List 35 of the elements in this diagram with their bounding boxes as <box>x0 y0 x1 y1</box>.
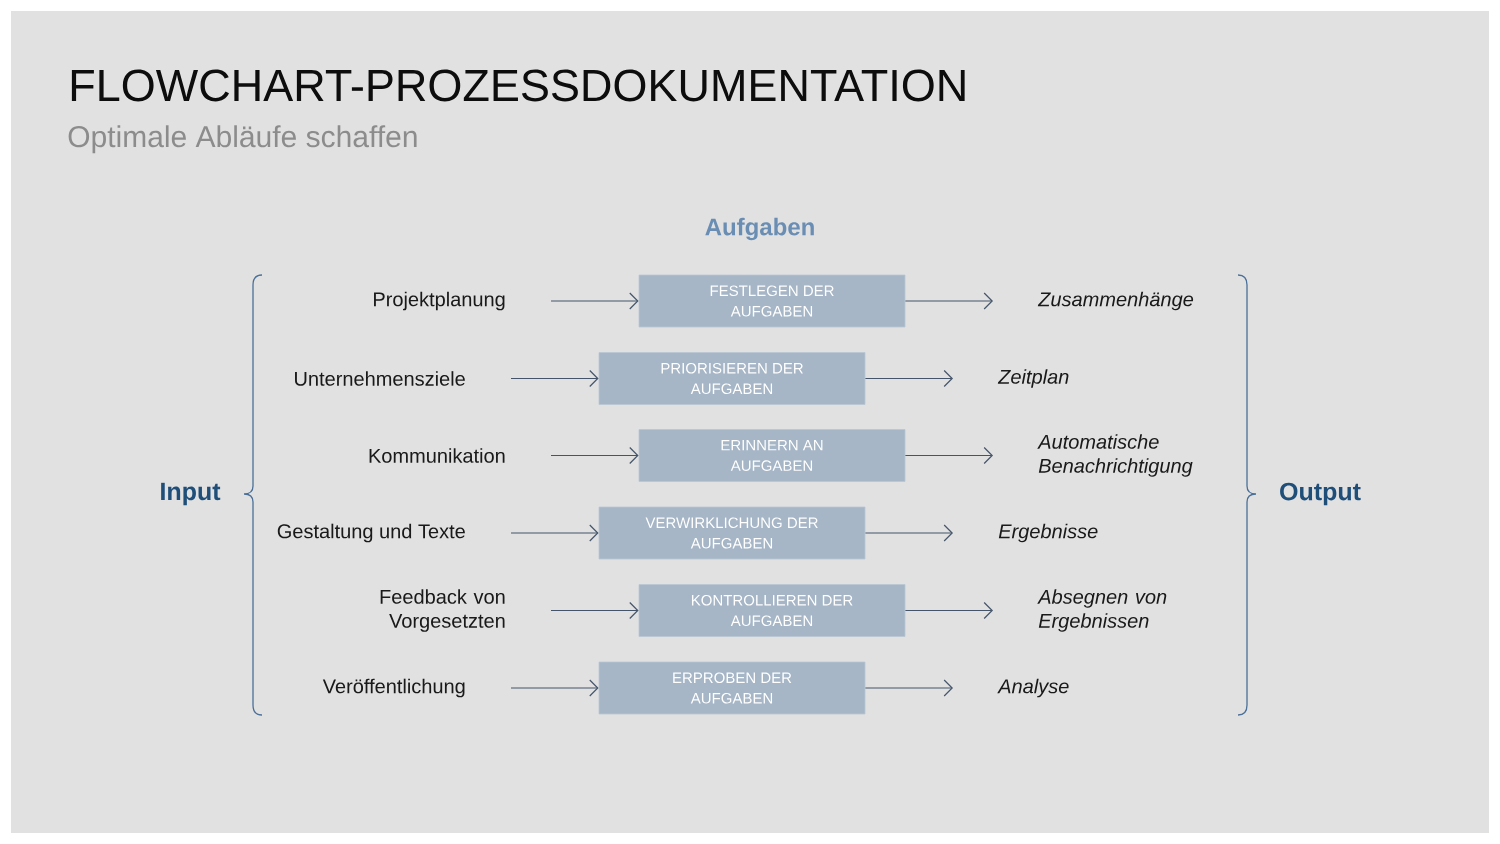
arrow <box>510 524 599 542</box>
title: FLOWCHART-PROZESSDOKUMENTATION <box>71 69 965 102</box>
subtitle: Optimale Abläufe schaffen <box>68 125 417 154</box>
input-text: Gestaltung und Texte <box>277 523 465 543</box>
arrow <box>864 524 953 542</box>
arrow <box>550 601 639 620</box>
column-heading: Aufgaben <box>705 217 814 241</box>
input-text: Veröffentlichung <box>322 678 465 698</box>
output-text: Analyse <box>997 678 1069 698</box>
arrow <box>864 369 953 388</box>
arrow <box>904 292 993 310</box>
arrow <box>510 679 599 697</box>
input-text: Feedback von Vorgesetzten <box>380 589 505 632</box>
task-box: ERPROBEN DER AUFGABEN <box>598 661 866 715</box>
side-heading: Output <box>1280 482 1361 506</box>
input-text: Unternehmensziele <box>295 371 465 386</box>
arrow <box>550 292 639 310</box>
arrow <box>864 679 953 697</box>
arrow <box>904 601 993 620</box>
arrow <box>550 446 639 465</box>
task-box: KONTROLLIEREN DER AUFGABEN <box>638 584 906 637</box>
task-box: ERINNERN AN AUFGABEN <box>638 429 906 482</box>
output-text: Zeitplan <box>997 369 1069 388</box>
input-text: Projektplanung <box>374 291 505 311</box>
side-heading: Input <box>161 482 221 506</box>
output-text: Ergebnisse <box>998 523 1098 543</box>
arrow <box>510 369 599 388</box>
output-text: Zusammenhänge <box>1037 291 1194 311</box>
task-box: PRIORISIEREN DER AUFGABEN <box>598 352 866 405</box>
task-box: VERWIRKLICHUNG DER AUFGABEN <box>598 506 866 560</box>
arrow <box>904 446 993 465</box>
output-text: Automatische Benachrichtigung <box>1037 434 1193 477</box>
output-text: Absegnen von Ergebnissen <box>1037 589 1167 632</box>
input-text: Kommunikation <box>369 448 505 463</box>
task-box: FESTLEGEN DER AUFGABEN <box>638 274 906 328</box>
